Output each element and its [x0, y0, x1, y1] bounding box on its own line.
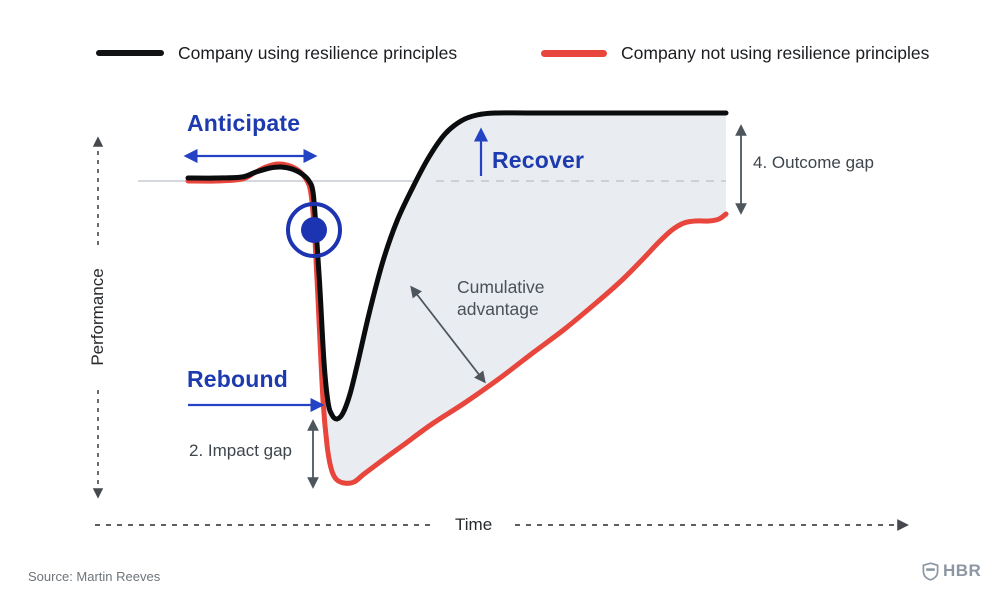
- time-axis-label: Time: [455, 515, 493, 534]
- anticipate-label: Anticipate: [187, 110, 301, 136]
- disruption-ring-icon: [286, 202, 342, 258]
- legend-item-resilient: Company using resilience principles: [96, 42, 457, 64]
- recover-label: Recover: [492, 147, 585, 173]
- legend-swatch-red-line: [541, 49, 607, 57]
- hbr-logo: HBR: [922, 561, 981, 581]
- outcome-gap-label: 4. Outcome gap: [753, 153, 874, 172]
- legend-item-non-resilient: Company not using resilience principles: [541, 42, 929, 64]
- legend-label-non-resilient: Company not using resilience principles: [621, 42, 930, 63]
- disruption-dot-icon: [301, 217, 327, 243]
- cumulative-advantage-arrow: [410, 285, 486, 384]
- hbr-logo-text: HBR: [943, 561, 982, 580]
- cumulative-advantage-label: Cumulative advantage: [457, 277, 545, 319]
- source-text: Source: Martin Reeves: [28, 569, 161, 584]
- impact-gap-label: 2. Impact gap: [189, 441, 293, 460]
- legend-label-resilient: Company using resilience principles: [178, 42, 458, 63]
- performance-axis-label: Performance: [88, 268, 107, 366]
- legend-swatch-black-line: [96, 50, 164, 56]
- shield-icon: [922, 561, 939, 581]
- rebound-label: Rebound: [187, 366, 289, 392]
